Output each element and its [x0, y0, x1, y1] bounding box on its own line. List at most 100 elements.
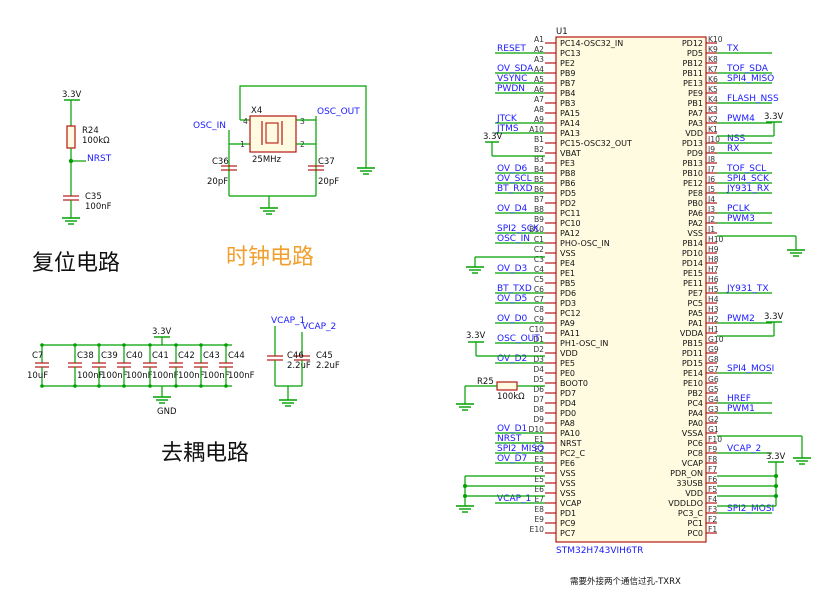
r24-resistor[interactable]	[66, 125, 76, 149]
x4-crystal[interactable]	[249, 115, 297, 153]
r25-resistor[interactable]	[496, 381, 518, 391]
